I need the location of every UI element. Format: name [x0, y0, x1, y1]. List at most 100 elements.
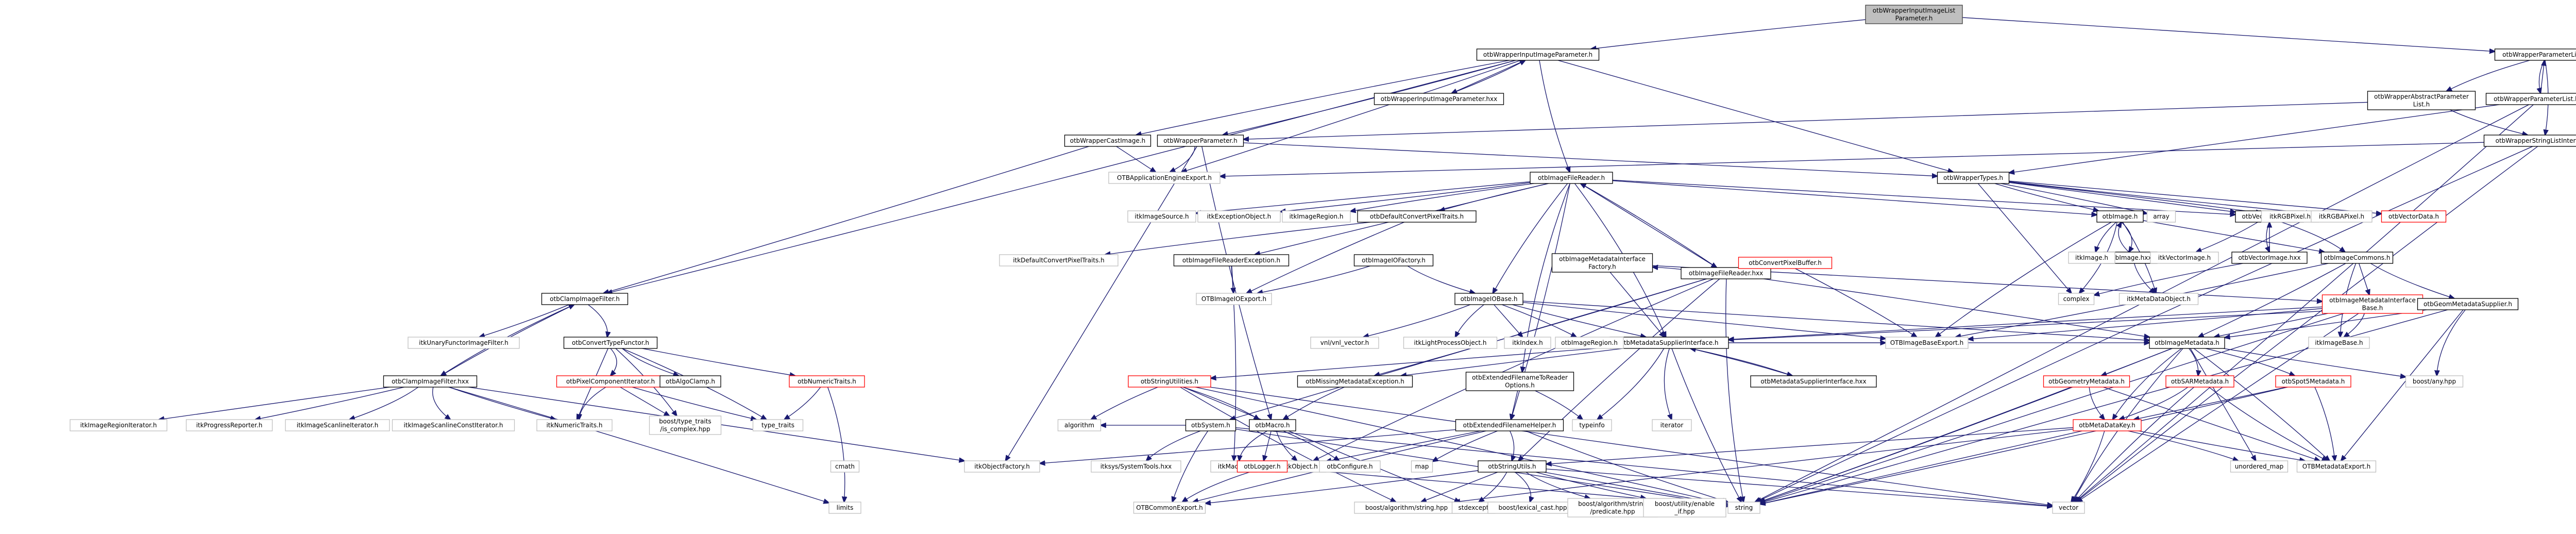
node-label: Factory.h	[1588, 263, 1616, 271]
edge-iiobase-to-indexh	[1494, 304, 1523, 337]
graph-node-pixcomp[interactable]: otbPixelComponentIterator.h	[556, 375, 665, 388]
graph-node-ifrhxx[interactable]: otbImageFileReader.hxx	[1681, 267, 1771, 279]
node-label: otbConvertTypeFunctor.h	[572, 339, 649, 346]
graph-node-cmath: cmath	[830, 460, 860, 473]
node-label: otbMetadataSupplierInterface.h	[1620, 339, 1718, 346]
graph-node-vecimghxx[interactable]: otbVectorImage.hxx	[2231, 252, 2308, 264]
graph-node-geomsup[interactable]: otbGeomMetadataSupplier.h	[2417, 298, 2519, 310]
node-box	[2068, 252, 2115, 264]
graph-node-conv[interactable]: otbConvertTypeFunctor.h	[563, 337, 658, 349]
graph-node-strutils_h[interactable]: otbStringUtilities.h	[1128, 375, 1211, 388]
graph-node-macro[interactable]: otbMacro.h	[1249, 419, 1296, 431]
edge-efh-to-objfac	[1040, 429, 1456, 463]
graph-node-iiobase[interactable]: otbImageIOBase.h	[1454, 293, 1523, 305]
node-box	[659, 375, 721, 388]
node-label: otbMetadataSupplierInterface.hxx	[1760, 378, 1866, 385]
node-box	[185, 419, 273, 431]
node-label: itkObjectFactory.h	[974, 463, 1030, 470]
edge-strutils-to-vector	[1546, 469, 2053, 507]
graph-node-imgcommons[interactable]: otbImageCommons.h	[2320, 252, 2394, 264]
edge-iiobase-to-lpo	[1455, 304, 1484, 337]
node-box	[828, 502, 861, 514]
graph-node-types[interactable]: otbWrapperTypes.h	[1937, 172, 2010, 184]
graph-node-sli[interactable]: otbWrapperStringListInterface.h	[2483, 135, 2576, 147]
graph-node-mme[interactable]: otbMissingMetadataException.h	[1297, 375, 1413, 388]
graph-node-clamp[interactable]: otbClampImageFilter.h	[541, 293, 629, 305]
graph-node-sarmeta[interactable]: otbSARMetadata.h	[2165, 375, 2234, 388]
graph-node-pl[interactable]: otbWrapperParameterList.h	[2494, 48, 2576, 61]
node-label: itkLightProcessObject.h	[1414, 339, 1487, 346]
graph-node-mdsi[interactable]: otbMetadataSupplierInterface.h	[1609, 337, 1729, 349]
edge-clamphxx-to-imgregiter	[159, 387, 390, 420]
graph-node-ifr[interactable]: otbImageFileReader.h	[1530, 172, 1613, 184]
graph-node-param[interactable]: otbWrapperParameter.h	[1157, 135, 1244, 147]
graph-node-vector: vector	[2052, 502, 2085, 514]
edge-iiphxx-to-iip	[1451, 60, 1526, 94]
graph-node-iiphxx[interactable]: otbWrapperInputImageParameter.hxx	[1374, 93, 1504, 105]
node-box	[2096, 210, 2144, 223]
graph-node-spot5meta[interactable]: otbSpot5Metadata.h	[2275, 375, 2351, 388]
edge-apl-to-sli	[2450, 109, 2528, 135]
node-label: otbWrapperTypes.h	[1943, 174, 2003, 181]
edge-spot5meta-to-mdkey	[2134, 387, 2287, 420]
graph-node-imgmeta[interactable]: otbImageMetadata.h	[2149, 337, 2225, 349]
graph-node-algoclamp[interactable]: otbAlgoClamp.h	[659, 375, 721, 388]
graph-node-sysh[interactable]: otbSystem.h	[1185, 419, 1236, 431]
node-box	[2119, 293, 2199, 305]
graph-node-ifre[interactable]: otbImageFileReaderException.h	[1173, 254, 1290, 266]
edge-strutils-to-lexcast	[1515, 472, 1531, 502]
edge-pixcomp-to-typetraits	[632, 387, 756, 420]
node-label: boost/algorithm/string	[1578, 500, 1647, 508]
node-label: stdexcept	[1459, 504, 1489, 511]
edge-ifrhxx-to-ifr	[1581, 183, 1717, 268]
edge-sli-to-string	[1756, 146, 2533, 502]
node-label: map	[1415, 463, 1429, 470]
node-box	[536, 419, 613, 431]
edge-efh-to-strutils	[1510, 430, 1514, 461]
graph-node-iip[interactable]: otbWrapperInputImageParameter.h	[1476, 48, 1600, 61]
node-label: typeinfo	[1579, 422, 1604, 429]
node-box	[2052, 502, 2085, 514]
graph-node-logger[interactable]: otbLogger.h	[1236, 460, 1288, 473]
graph-node-strutils[interactable]: otbStringUtils.h	[1478, 460, 1547, 473]
edge-geomsup-to-boostany	[2437, 309, 2466, 376]
node-box	[2311, 210, 2372, 223]
graph-node-mdsihxx[interactable]: otbMetadataSupplierInterface.hxx	[1750, 375, 1877, 388]
graph-node-imgsrc: itkImageSource.h	[1127, 210, 1196, 223]
graph-node-numtraits[interactable]: otbNumericTraits.h	[789, 375, 865, 388]
graph-node-clamphxx[interactable]: otbClampImageFilter.hxx	[383, 375, 478, 388]
graph-node-dcpt[interactable]: otbDefaultConvertPixelTraits.h	[1357, 210, 1477, 223]
edge-mdkey-to-bstr	[1455, 429, 2074, 502]
graph-node-vecdata[interactable]: otbVectorData.h	[2381, 210, 2447, 223]
edge-imfaci-to-mdsi	[1609, 272, 1665, 337]
graph-node-otbimage[interactable]: otbImage.h	[2096, 210, 2144, 223]
node-box	[1652, 419, 1692, 431]
graph-node-plhxx[interactable]: otbWrapperParameterList.hxx	[2485, 93, 2576, 105]
node-box	[1185, 419, 1236, 431]
node-box	[789, 375, 865, 388]
graph-node-excobj: itkExceptionObject.h	[1197, 210, 1281, 223]
graph-node-cast[interactable]: otbWrapperCastImage.h	[1064, 135, 1151, 147]
node-box	[2405, 375, 2464, 388]
node-label: otbMacro.h	[1255, 422, 1290, 429]
node-label: itkImageSource.h	[1134, 213, 1189, 220]
node-box	[1454, 293, 1523, 305]
node-label: otbWrapperInputImageParameter.h	[1483, 51, 1592, 58]
node-label: otbClampImageFilter.hxx	[392, 378, 469, 385]
node-label: otbImageFileReaderException.h	[1182, 257, 1280, 264]
graph-node-iiofac[interactable]: otbImageIOFactory.h	[1353, 254, 1434, 266]
graph-node-convpixbuf[interactable]: otbConvertPixelBuffer.h	[1738, 257, 1833, 269]
edge-dcpt-to-itkdcpt	[1105, 222, 1371, 255]
graph-node-mdkey[interactable]: otbMetaDataKey.h	[2073, 419, 2142, 431]
graph-node-geommeta[interactable]: otbGeometryMetadata.h	[2043, 375, 2130, 388]
edge-iiobase-to-mdsi	[1512, 304, 1646, 337]
graph-node-progrep: itkProgressReporter.h	[185, 419, 273, 431]
edge-vecimghxx-to-complex	[2094, 263, 2243, 295]
graph-node-efh[interactable]: otbExtendedFilenameHelper.h	[1455, 419, 1564, 431]
